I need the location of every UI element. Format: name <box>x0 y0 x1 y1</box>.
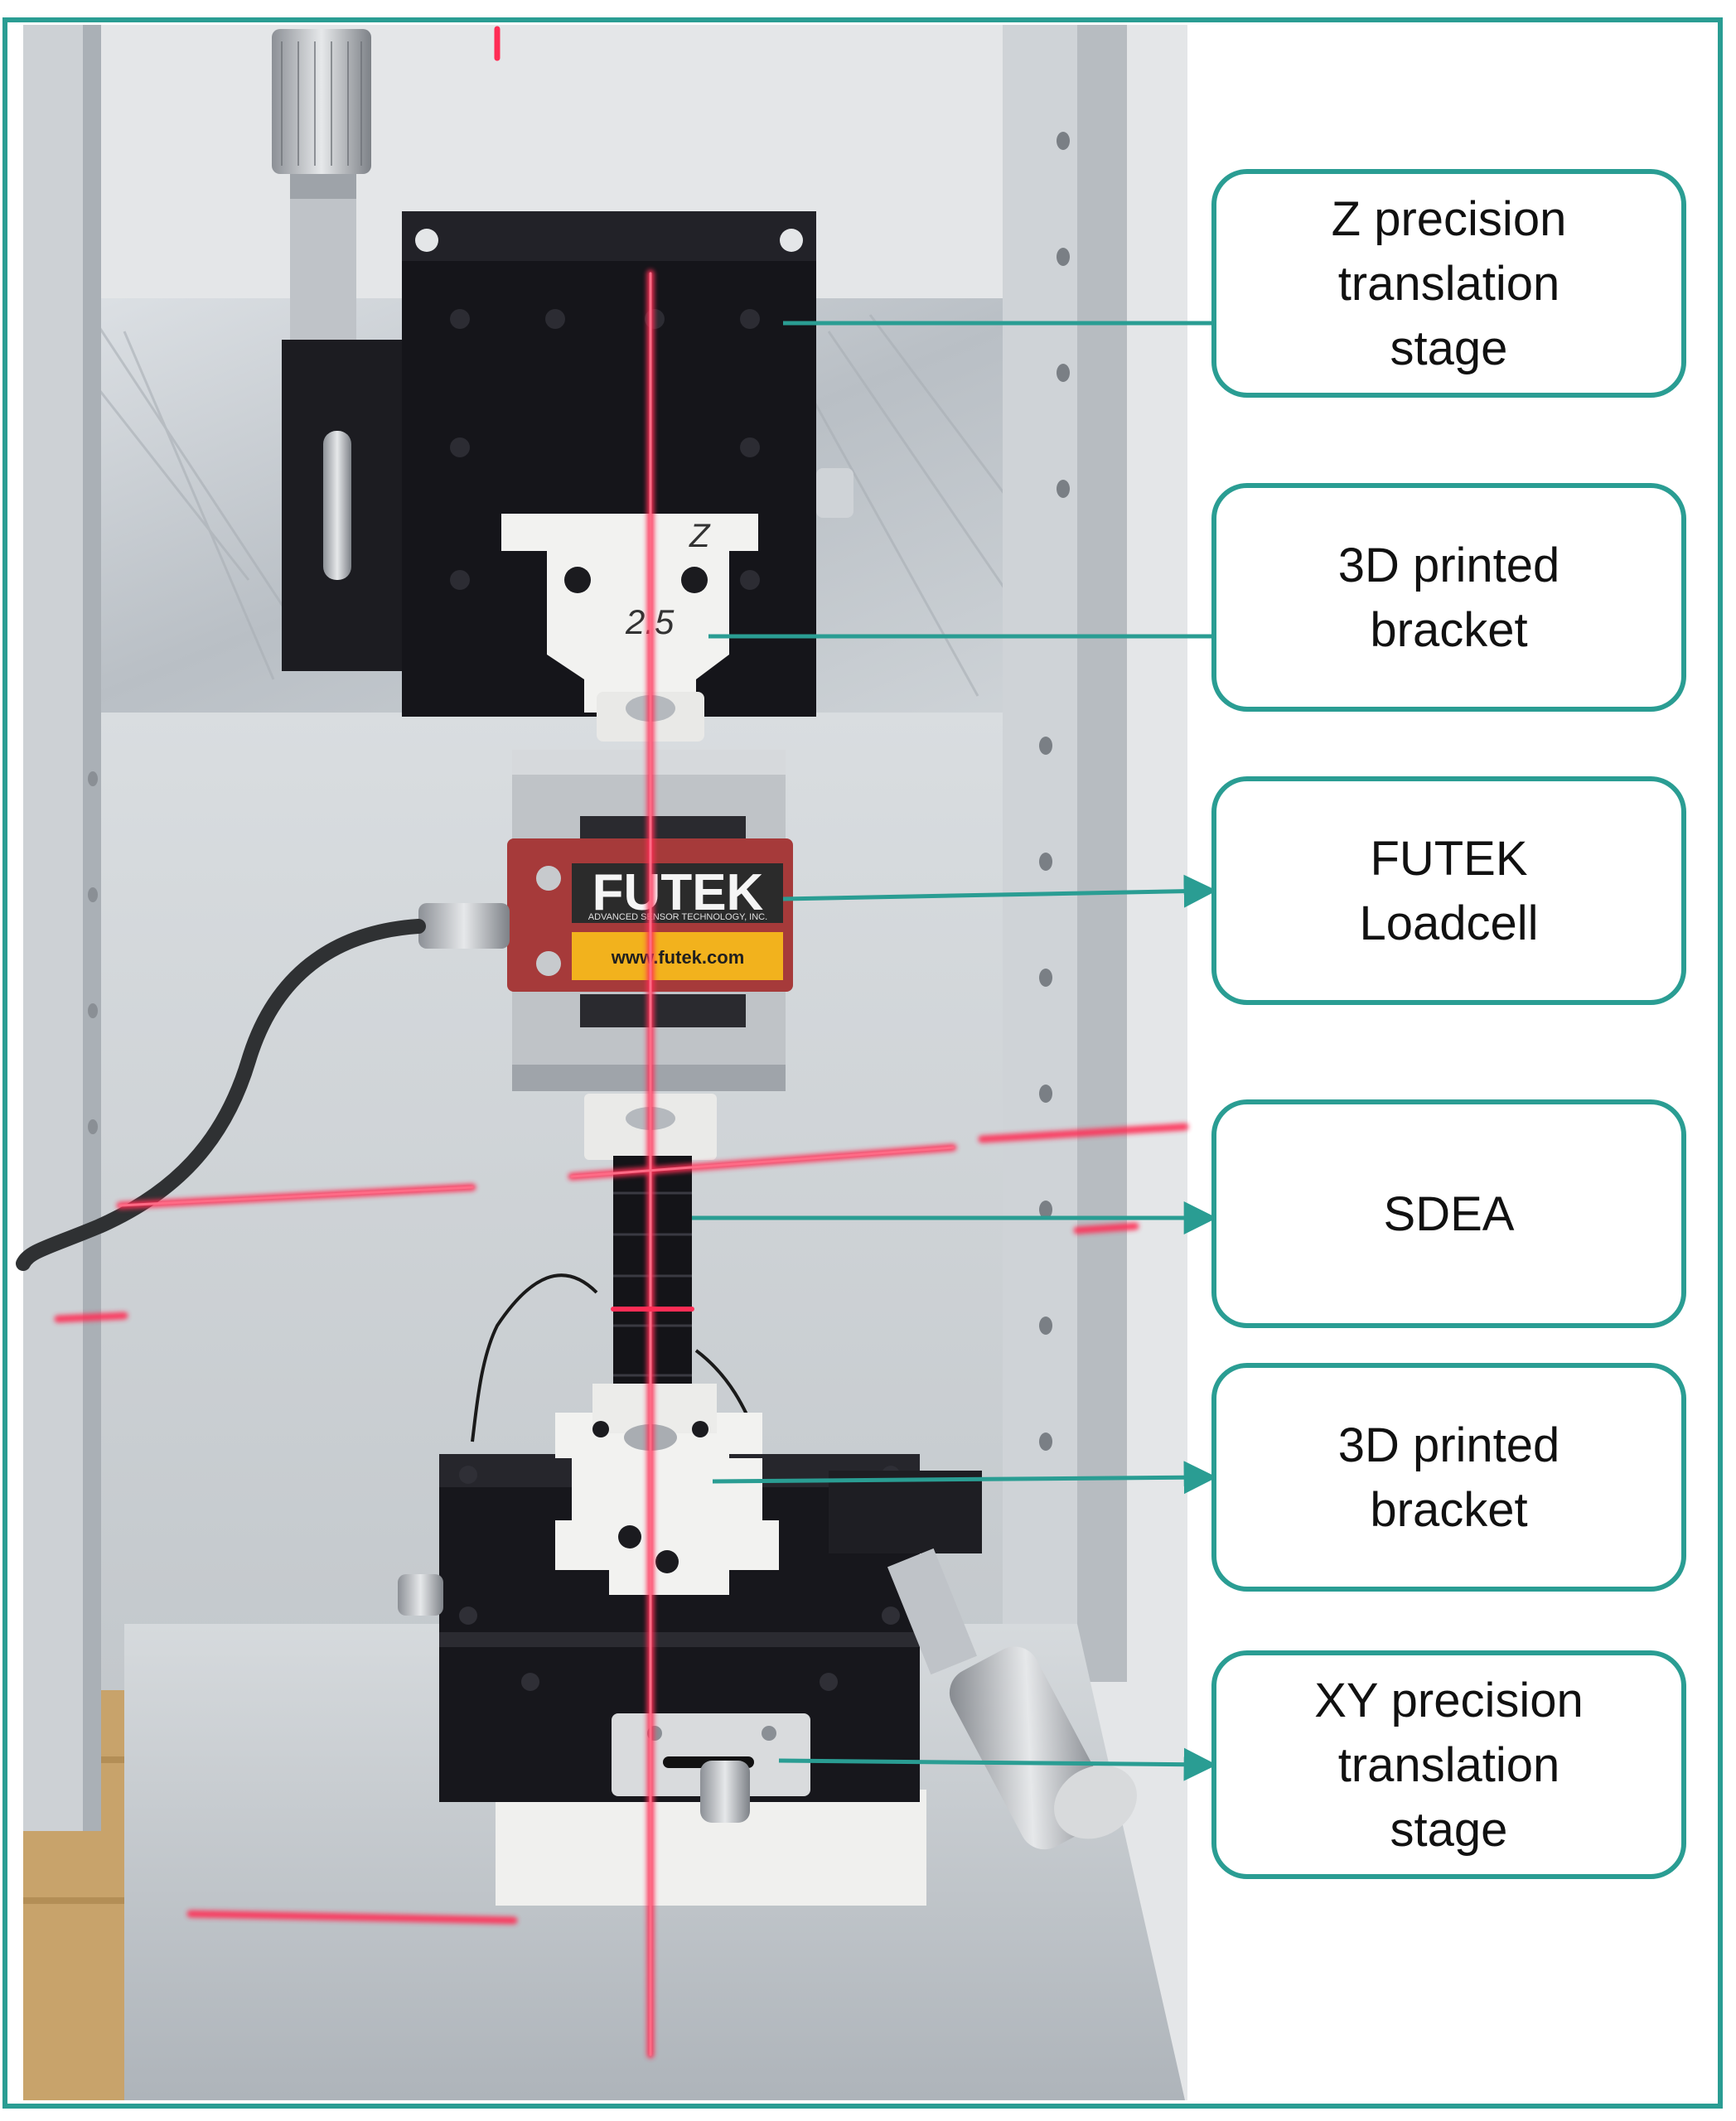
callout-loadcell: FUTEK Loadcell <box>782 776 1686 1005</box>
callout-label-bottom-bracket-line-2: bracket <box>1370 1483 1527 1537</box>
callout-box-z-stage <box>1211 169 1686 398</box>
callout-sdea: SDEA <box>692 1099 1686 1328</box>
callouts: Z precision translation stage 3D printed bra… <box>692 169 1686 1879</box>
callout-label-loadcell-line-2: Loadcell <box>1359 896 1538 950</box>
loadcell-assembly: FUTEK ADVANCED SENSOR TECHNOLOGY, INC. w… <box>16 750 793 1271</box>
xy-micrometer-barrel <box>887 1548 978 1675</box>
callout-label-bottom-bracket-line-1: 3D printed <box>1338 1418 1560 1472</box>
loadcell-brand: FUTEK <box>592 864 764 921</box>
loadcell-url: www.futek.com <box>611 947 745 968</box>
laser-lines <box>54 26 1189 2059</box>
top-bracket-shape <box>501 514 758 713</box>
loadcell-connector <box>418 903 510 949</box>
z-stage-assembly: Z 2.5 <box>272 29 853 742</box>
callout-bottom-bracket: 3D printed bracket <box>712 1363 1686 1592</box>
xy-stage-assembly <box>398 1384 1137 1906</box>
callout-xy-stage: XY precision translation stage <box>778 1650 1686 1879</box>
leader-line-loadcell <box>782 874 1217 908</box>
leader-line-bottom-bracket <box>712 1461 1217 1495</box>
callout-label-z-stage-line-3: stage <box>1390 321 1508 375</box>
loadcell-cable <box>16 919 426 1271</box>
loadcell-tagline: ADVANCED SENSOR TECHNOLOGY, INC. <box>588 912 767 922</box>
callout-z-stage: Z precision translation stage <box>783 169 1686 398</box>
photo: Z 2.5 FUTEK ADVANCED SENSOR TECHNOLOGY, … <box>16 25 1189 2100</box>
callout-box-sdea <box>1211 1099 1686 1328</box>
leader-line-xy-stage <box>778 1747 1217 1781</box>
bottom-bracket-shape <box>555 1413 779 1595</box>
callout-label-loadcell-line-1: FUTEK <box>1370 832 1527 886</box>
callout-box-bottom-bracket <box>1211 1363 1686 1592</box>
z-micrometer-barrel <box>290 174 356 340</box>
callout-top-bracket: 3D printed bracket <box>708 483 1686 712</box>
callout-label-xy-stage-line-1: XY precision <box>1314 1674 1584 1727</box>
callout-label-z-stage-line-1: Z precision <box>1332 192 1567 246</box>
callout-label-z-stage-line-2: translation <box>1338 257 1560 311</box>
callout-box-top-bracket <box>1211 483 1686 712</box>
callout-label-xy-stage-line-3: stage <box>1390 1803 1508 1857</box>
callout-box-loadcell <box>1211 776 1686 1005</box>
rail-holes <box>1039 132 1070 1451</box>
callout-box-xy-stage <box>1211 1650 1686 1879</box>
bracket-mark-z: Z <box>689 518 711 554</box>
z-micrometer-knob <box>272 29 371 174</box>
callout-label-xy-stage-line-2: translation <box>1338 1738 1560 1792</box>
callout-label-top-bracket-line-2: bracket <box>1370 603 1527 657</box>
callout-label-top-bracket-line-1: 3D printed <box>1338 539 1560 592</box>
callout-label-sdea-line-1: SDEA <box>1384 1187 1515 1241</box>
